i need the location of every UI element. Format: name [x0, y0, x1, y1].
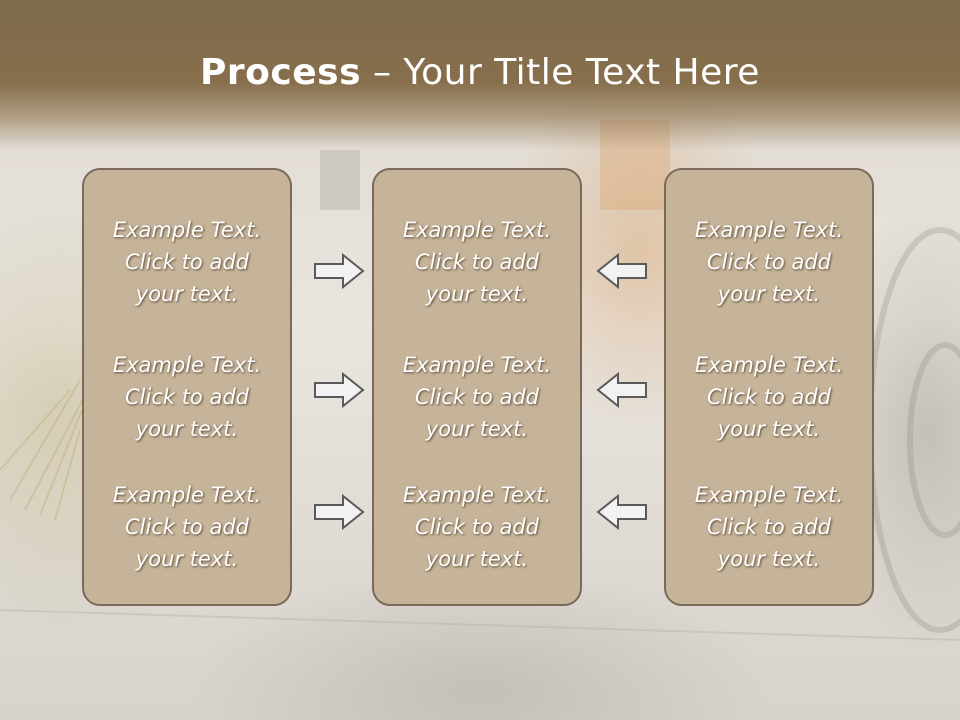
arrow-left-icon [596, 371, 647, 409]
text-line: Example Text. [112, 353, 262, 377]
text-placeholder[interactable]: Example Text. Click to add your text. [666, 214, 872, 310]
arrow-right-icon [314, 493, 365, 531]
text-line: your text. [717, 282, 821, 306]
arrow-right-icon [314, 371, 365, 409]
text-line: Click to add [414, 250, 539, 274]
text-placeholder[interactable]: Example Text. Click to add your text. [374, 349, 580, 445]
text-line: Click to add [124, 385, 249, 409]
text-line: your text. [135, 417, 239, 441]
text-line: your text. [425, 282, 529, 306]
text-line: your text. [135, 547, 239, 571]
text-line: Click to add [124, 250, 249, 274]
title-rest: – Your Title Text Here [361, 52, 760, 93]
text-line: Example Text. [112, 483, 262, 507]
process-panel-center[interactable]: Example Text. Click to add your text. Ex… [372, 168, 582, 606]
text-line: Example Text. [402, 218, 552, 242]
text-placeholder[interactable]: Example Text. Click to add your text. [84, 214, 290, 310]
arrow-right-icon [314, 252, 365, 290]
text-line: Click to add [706, 250, 831, 274]
text-placeholder[interactable]: Example Text. Click to add your text. [666, 479, 872, 575]
text-line: Click to add [414, 515, 539, 539]
text-line: Example Text. [112, 218, 262, 242]
text-placeholder[interactable]: Example Text. Click to add your text. [666, 349, 872, 445]
text-line: your text. [425, 417, 529, 441]
text-line: your text. [135, 282, 239, 306]
text-line: your text. [717, 417, 821, 441]
text-placeholder[interactable]: Example Text. Click to add your text. [84, 479, 290, 575]
title-bold: Process [200, 52, 362, 93]
text-line: Click to add [414, 385, 539, 409]
text-line: Example Text. [694, 218, 844, 242]
arrow-left-icon [596, 493, 647, 531]
text-placeholder[interactable]: Example Text. Click to add your text. [84, 349, 290, 445]
text-line: Click to add [706, 515, 831, 539]
text-line: your text. [425, 547, 529, 571]
text-line: Example Text. [694, 353, 844, 377]
text-line: Example Text. [402, 483, 552, 507]
title-bar [0, 0, 960, 150]
text-line: your text. [717, 547, 821, 571]
process-panel-left[interactable]: Example Text. Click to add your text. Ex… [82, 168, 292, 606]
slide-title[interactable]: Process – Your Title Text Here [0, 52, 960, 93]
text-line: Example Text. [402, 353, 552, 377]
text-placeholder[interactable]: Example Text. Click to add your text. [374, 214, 580, 310]
text-line: Example Text. [694, 483, 844, 507]
arrow-left-icon [596, 252, 647, 290]
process-panel-right[interactable]: Example Text. Click to add your text. Ex… [664, 168, 874, 606]
text-line: Click to add [706, 385, 831, 409]
text-placeholder[interactable]: Example Text. Click to add your text. [374, 479, 580, 575]
text-line: Click to add [124, 515, 249, 539]
